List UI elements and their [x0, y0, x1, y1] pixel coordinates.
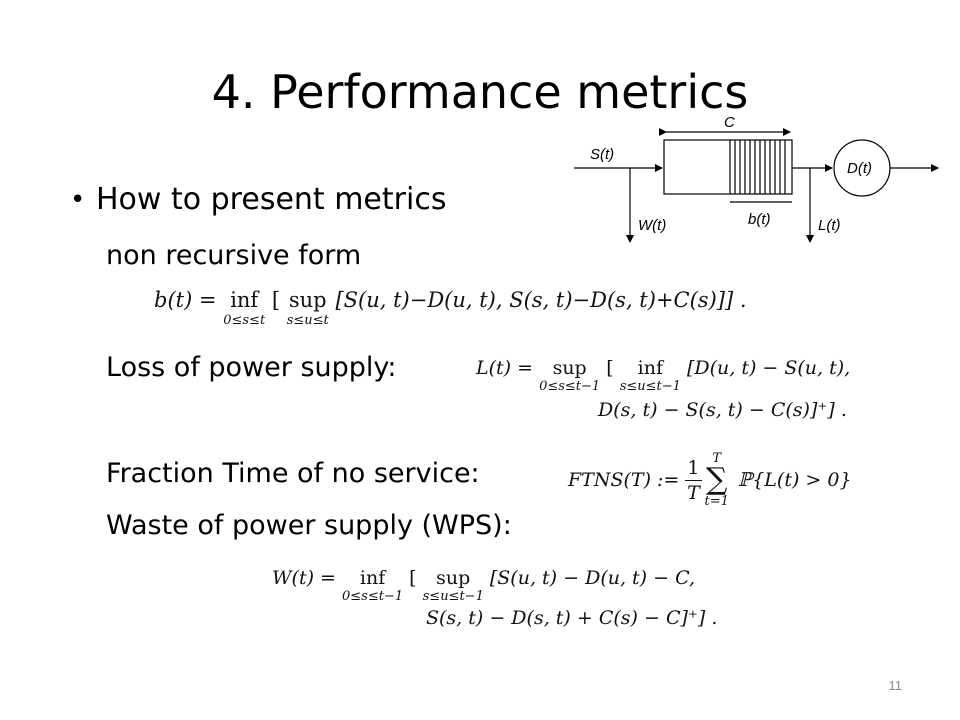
formula-body: [S(u, t)−D(u, t), S(s, t)−D(s, t)+C(s)]]… — [328, 288, 747, 312]
queue-diagram: C S(t) W(t) b(t) L(t) D(t) — [574, 114, 939, 243]
slide-title: 4. Performance metrics — [211, 65, 749, 119]
sub-item-wps: Waste of power supply (WPS): — [106, 510, 512, 541]
formula-lhs: L(t) = — [476, 357, 540, 379]
demand-label: D(t) — [847, 160, 872, 177]
sub-item-ftns: Fraction Time of no service: — [106, 458, 480, 489]
queue-box — [663, 139, 793, 195]
buffer-label: b(t) — [748, 211, 771, 228]
waste-label: W(t) — [638, 217, 666, 234]
bullet-text: How to present metrics — [96, 182, 447, 217]
formula-body: ℙ{L(t) > 0} — [731, 469, 852, 491]
sum-operator: T∑t=1 — [704, 451, 729, 509]
sub-item-loss: Loss of power supply: — [106, 352, 397, 383]
bullet-dot-icon: • — [70, 185, 86, 215]
formula-body: [D(u, t) − S(u, t), — [680, 357, 851, 379]
formula-lhs: FTNS(T) := — [568, 469, 686, 491]
formula-loss-line2: D(s, t) − S(s, t) − C(s)]⁺] . — [598, 399, 847, 421]
formula-lhs: b(t) = — [154, 288, 224, 312]
formula-body: [S(u, t) − D(u, t) − C, — [483, 567, 695, 589]
loss-label: L(t) — [818, 217, 841, 234]
bracket: [ — [403, 567, 423, 589]
formula-lhs: W(t) = — [272, 567, 342, 589]
bracket: [ — [600, 357, 620, 379]
supply-label: S(t) — [590, 146, 614, 163]
page-number: 11 — [888, 678, 903, 693]
bracket: [ — [265, 288, 287, 312]
queue-fill — [729, 140, 786, 194]
formula-waste-line2: S(s, t) − D(s, t) + C(s) − C]⁺] . — [426, 607, 718, 629]
sub-item-non-recursive: non recursive form — [106, 240, 362, 271]
capacity-label: C — [724, 114, 735, 131]
